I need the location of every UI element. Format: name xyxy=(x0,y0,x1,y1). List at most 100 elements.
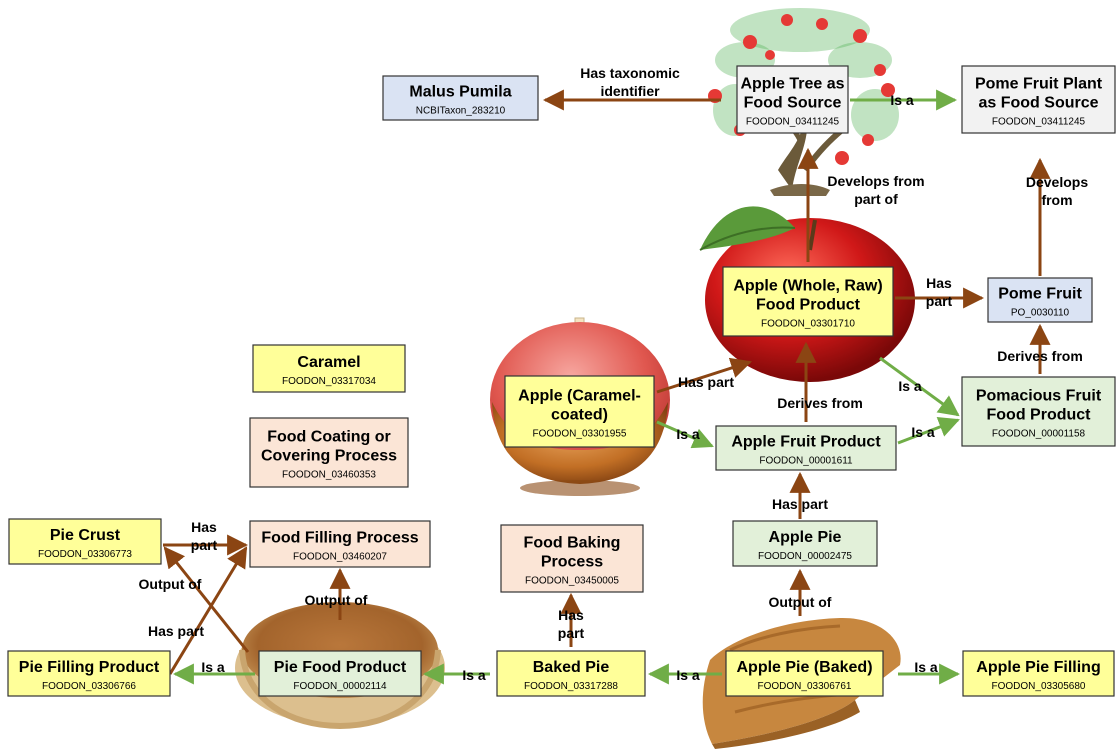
node-box xyxy=(732,520,878,567)
node-title: Food Baking xyxy=(524,535,621,552)
edge-label: Output of xyxy=(769,594,832,610)
node-box xyxy=(249,520,431,568)
node-apple-pie-baked: Apple Pie (Baked) FOODON_03306761 xyxy=(725,650,884,697)
node-apple-whole-raw: Apple (Whole, Raw)Food ProductFOODON_033… xyxy=(722,266,894,337)
edge-label: Has part xyxy=(678,374,734,390)
node-id: PO_0030110 xyxy=(1011,308,1070,319)
node-box xyxy=(258,650,422,697)
node-box xyxy=(961,65,1116,134)
edge-label: Is a xyxy=(201,659,225,675)
node-title: Food Filling Process xyxy=(261,530,418,547)
node-title: Apple Fruit Product xyxy=(731,434,881,451)
node-box xyxy=(736,65,849,134)
edge-label: Has part xyxy=(772,496,828,512)
node-id: FOODON_00001158 xyxy=(992,429,1086,440)
edge-arrow-pie-food-product-to-pie-crust xyxy=(168,546,248,675)
edge-label: Derives from xyxy=(777,395,863,411)
node-id: FOODON_03301710 xyxy=(761,319,855,330)
node-id: FOODON_00001611 xyxy=(759,456,853,467)
node-title: Covering Process xyxy=(261,448,397,465)
node-title: Apple Pie Filling xyxy=(976,659,1100,676)
node-title: Apple (Caramel- xyxy=(518,388,641,405)
node-title: Baked Pie xyxy=(533,659,610,676)
node-title: Pie Crust xyxy=(50,527,121,544)
node-id: FOODON_03317034 xyxy=(282,376,376,387)
edge-arrow-apple-whole-raw-to-pomacious-fruit xyxy=(879,356,960,417)
node-box xyxy=(7,650,171,697)
node-id: FOODON_03306761 xyxy=(758,681,852,692)
node-id: FOODON_03411245 xyxy=(746,117,840,128)
edge-label: Is a xyxy=(462,667,486,683)
node-title: Apple Pie (Baked) xyxy=(736,659,872,676)
edge-label: Is a xyxy=(676,667,700,683)
node-id: FOODON_00002475 xyxy=(758,551,852,562)
node-title: Pomacious Fruit xyxy=(976,388,1102,405)
node-id: FOODON_03411245 xyxy=(992,117,1086,128)
edge-label: Is a xyxy=(911,424,935,440)
edge-arrow-pie-food-product-to-food-filling xyxy=(163,546,250,653)
node-title: Food Product xyxy=(987,407,1092,424)
edge-arrow-apple-caramel-to-apple-whole-raw xyxy=(656,357,752,394)
node-apple-caramel: Apple (Caramel-coated) FOODON_03301955 xyxy=(504,375,655,448)
node-box xyxy=(496,650,646,697)
node-title: coated) xyxy=(551,407,608,424)
node-box xyxy=(987,277,1093,323)
node-id: FOODON_03460207 xyxy=(293,552,387,563)
edge-label: Is a xyxy=(898,378,922,394)
edge-label: Output of xyxy=(305,592,368,608)
edge-arrow-apple-fruit-product-to-pomacious-fruit xyxy=(897,416,960,445)
node-title: Food Coating or xyxy=(267,429,391,446)
node-box xyxy=(249,417,409,488)
node-title: Caramel xyxy=(297,354,360,371)
node-title: Pome Fruit Plant xyxy=(975,76,1103,93)
node-title: Apple (Whole, Raw) xyxy=(733,278,882,295)
node-title: Pome Fruit xyxy=(998,286,1082,303)
node-id: FOODON_03450005 xyxy=(525,576,619,587)
node-id: FOODON_03306766 xyxy=(42,681,136,692)
node-id: FOODON_03301955 xyxy=(533,429,627,440)
node-box xyxy=(500,524,644,593)
node-box xyxy=(382,75,539,121)
node-box xyxy=(961,376,1116,447)
node-title: Food Source xyxy=(744,95,842,112)
node-id: FOODON_03317288 xyxy=(524,681,618,692)
node-title: Malus Pumila xyxy=(409,84,511,101)
node-box xyxy=(725,650,884,697)
node-food-coating: Food Coating or Covering ProcessFOODON_03… xyxy=(249,417,409,488)
edge-label: Output of xyxy=(139,576,202,592)
edges-layer xyxy=(163,89,1051,685)
edge-arrow-apple-caramel-to-apple-fruit-product xyxy=(656,420,714,449)
edge-label: Is a xyxy=(676,426,700,442)
node-id: FOODON_00002114 xyxy=(293,681,387,692)
edge-label: Has part xyxy=(148,623,204,639)
node-title: Pie Food Product xyxy=(274,659,407,676)
node-title: Apple Tree as xyxy=(740,76,844,93)
node-id: FOODON_03460353 xyxy=(282,470,376,481)
node-title: Pie Filling Product xyxy=(19,659,160,676)
node-box xyxy=(8,518,162,565)
node-title: Apple Pie xyxy=(769,529,842,546)
node-box xyxy=(252,344,406,393)
edge-label: Is a xyxy=(914,659,938,675)
node-box xyxy=(715,425,897,471)
node-title: Process xyxy=(541,554,603,571)
